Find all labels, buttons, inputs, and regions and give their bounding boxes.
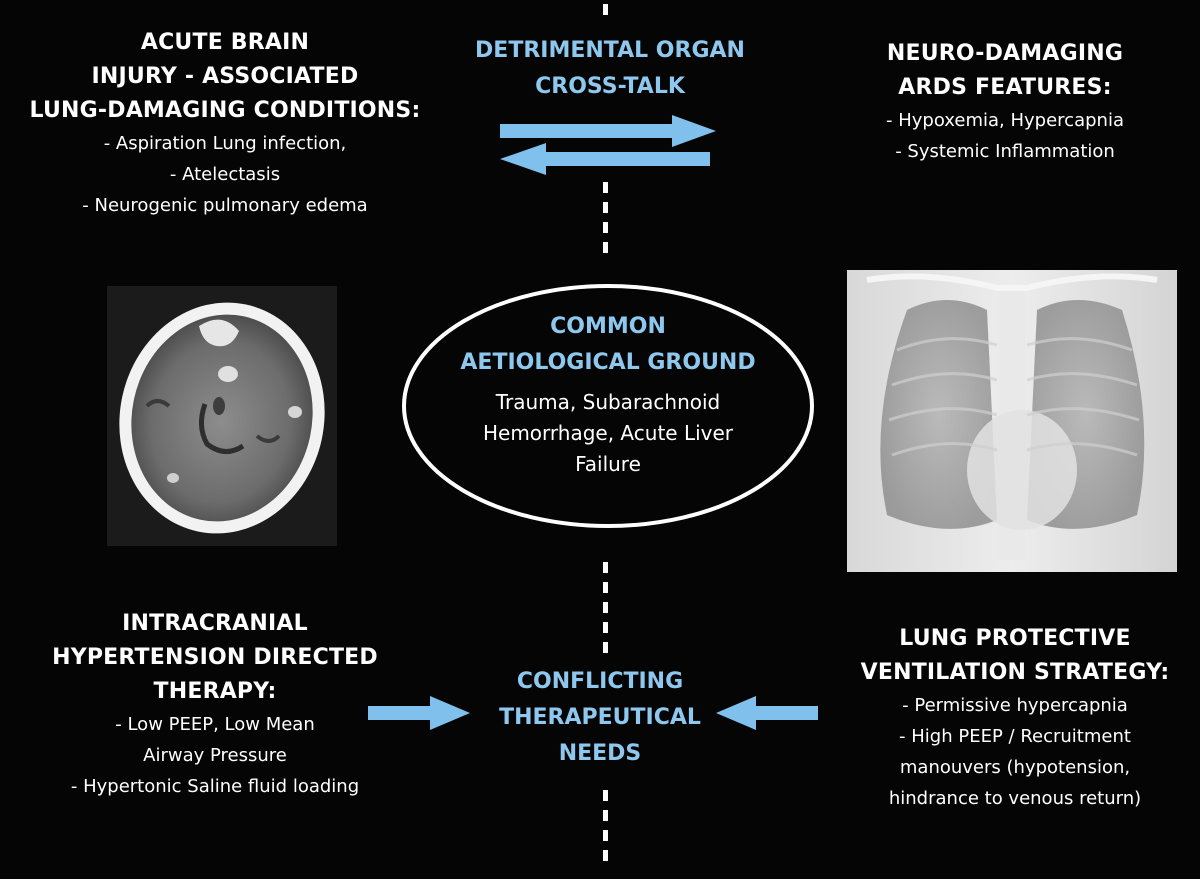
ards-features-heading: NEURO-DAMAGING ARDS FEATURES: — [820, 37, 1190, 105]
arrow-left-conflicting — [716, 696, 818, 730]
chest-xray-icon — [847, 270, 1177, 572]
heading-line: INTRACRANIAL — [122, 611, 308, 636]
intracranial-therapy-block: INTRACRANIAL HYPERTENSION DIRECTED THERA… — [40, 607, 390, 802]
brain-ct-scan-icon — [107, 286, 337, 546]
heading-line: LUNG-DAMAGING CONDITIONS: — [29, 98, 421, 123]
ards-features-block: NEURO-DAMAGING ARDS FEATURES: - Hypoxemi… — [820, 37, 1190, 167]
heading-line: NEURO-DAMAGING — [886, 41, 1124, 66]
intracranial-therapy-heading: INTRACRANIAL HYPERTENSION DIRECTED THERA… — [40, 607, 390, 709]
heading-line: THERAPY: — [153, 679, 277, 704]
heading-line: INJURY - ASSOCIATED — [91, 64, 359, 89]
list-item: - Low PEEP, Low Mean — [115, 714, 315, 735]
list-item: manouvers (hypotension, — [899, 757, 1131, 778]
divider-dot — [603, 642, 608, 653]
cross-talk-label: DETRIMENTAL ORGAN CROSS-TALK — [440, 33, 780, 105]
heading-line: VENTILATION STRATEGY: — [860, 660, 1170, 685]
arrow-right-conflicting — [368, 696, 470, 730]
divider-dot — [603, 4, 608, 15]
heading-line: HYPERTENSION DIRECTED — [52, 645, 378, 670]
divider-dot — [603, 850, 608, 861]
heading-line: DETRIMENTAL ORGAN — [475, 38, 745, 63]
heading-line: CONFLICTING — [516, 669, 684, 694]
divider-dot — [603, 582, 608, 593]
divider-dot — [603, 790, 608, 801]
divider-dot — [603, 602, 608, 613]
divider-dot — [603, 562, 608, 573]
divider-dot — [603, 202, 608, 213]
divider-dot — [603, 830, 608, 841]
arrow-left-cross-talk — [500, 143, 710, 175]
conflicting-needs-label: CONFLICTING THERAPEUTICAL NEEDS — [470, 664, 730, 772]
brain-injury-heading: ACUTE BRAIN INJURY - ASSOCIATED LUNG-DAM… — [10, 26, 440, 128]
heading-line: LUNG PROTECTIVE — [899, 626, 1131, 651]
heading-line: THERAPEUTICAL — [499, 705, 701, 730]
heading-line: NEEDS — [558, 741, 642, 766]
heading-line: ACUTE BRAIN — [140, 30, 310, 55]
heading-line: CROSS-TALK — [535, 74, 685, 99]
lung-protective-items: - Permissive hypercapnia - High PEEP / R… — [840, 690, 1190, 814]
heading-line: COMMON — [550, 314, 666, 339]
list-item: - Atelectasis — [169, 164, 281, 185]
ards-features-items: - Hypoxemia, Hypercapnia - Systemic Infl… — [820, 105, 1190, 167]
list-item: Failure — [575, 452, 641, 476]
brain-injury-conditions-block: ACUTE BRAIN INJURY - ASSOCIATED LUNG-DAM… — [10, 26, 440, 221]
divider-dot — [603, 222, 608, 233]
common-ground-items: Trauma, Subarachnoid Hemorrhage, Acute L… — [430, 387, 786, 480]
list-item: - High PEEP / Recruitment — [899, 726, 1131, 747]
heading-line: ARDS FEATURES: — [898, 75, 1112, 100]
list-item: - Aspiration Lung infection, — [103, 133, 347, 154]
list-item: - Neurogenic pulmonary edema — [82, 195, 368, 216]
divider-dot — [603, 242, 608, 253]
common-ground-block: COMMON AETIOLOGICAL GROUND Trauma, Subar… — [430, 309, 786, 480]
list-item: Airway Pressure — [143, 745, 287, 766]
heading-line: AETIOLOGICAL GROUND — [460, 350, 756, 375]
list-item: hindrance to venous return) — [888, 788, 1142, 809]
list-item: - Systemic Inflammation — [895, 141, 1115, 162]
list-item: Hemorrhage, Acute Liver — [482, 421, 734, 445]
divider-dot — [603, 810, 608, 821]
list-item: - Hypertonic Saline fluid loading — [70, 776, 360, 797]
brain-injury-items: - Aspiration Lung infection, - Atelectas… — [10, 128, 440, 221]
list-item: - Hypoxemia, Hypercapnia — [886, 110, 1124, 131]
center-ellipse — [402, 284, 814, 528]
divider-dot — [603, 182, 608, 193]
lung-protective-heading: LUNG PROTECTIVE VENTILATION STRATEGY: — [840, 622, 1190, 690]
common-ground-heading: COMMON AETIOLOGICAL GROUND — [430, 309, 786, 381]
arrow-right-cross-talk — [500, 115, 716, 147]
divider-dot — [603, 622, 608, 633]
list-item: Trauma, Subarachnoid — [495, 390, 721, 414]
list-item: - Permissive hypercapnia — [902, 695, 1128, 716]
lung-protective-block: LUNG PROTECTIVE VENTILATION STRATEGY: - … — [840, 622, 1190, 814]
intracranial-therapy-items: - Low PEEP, Low Mean Airway Pressure - H… — [40, 709, 390, 802]
